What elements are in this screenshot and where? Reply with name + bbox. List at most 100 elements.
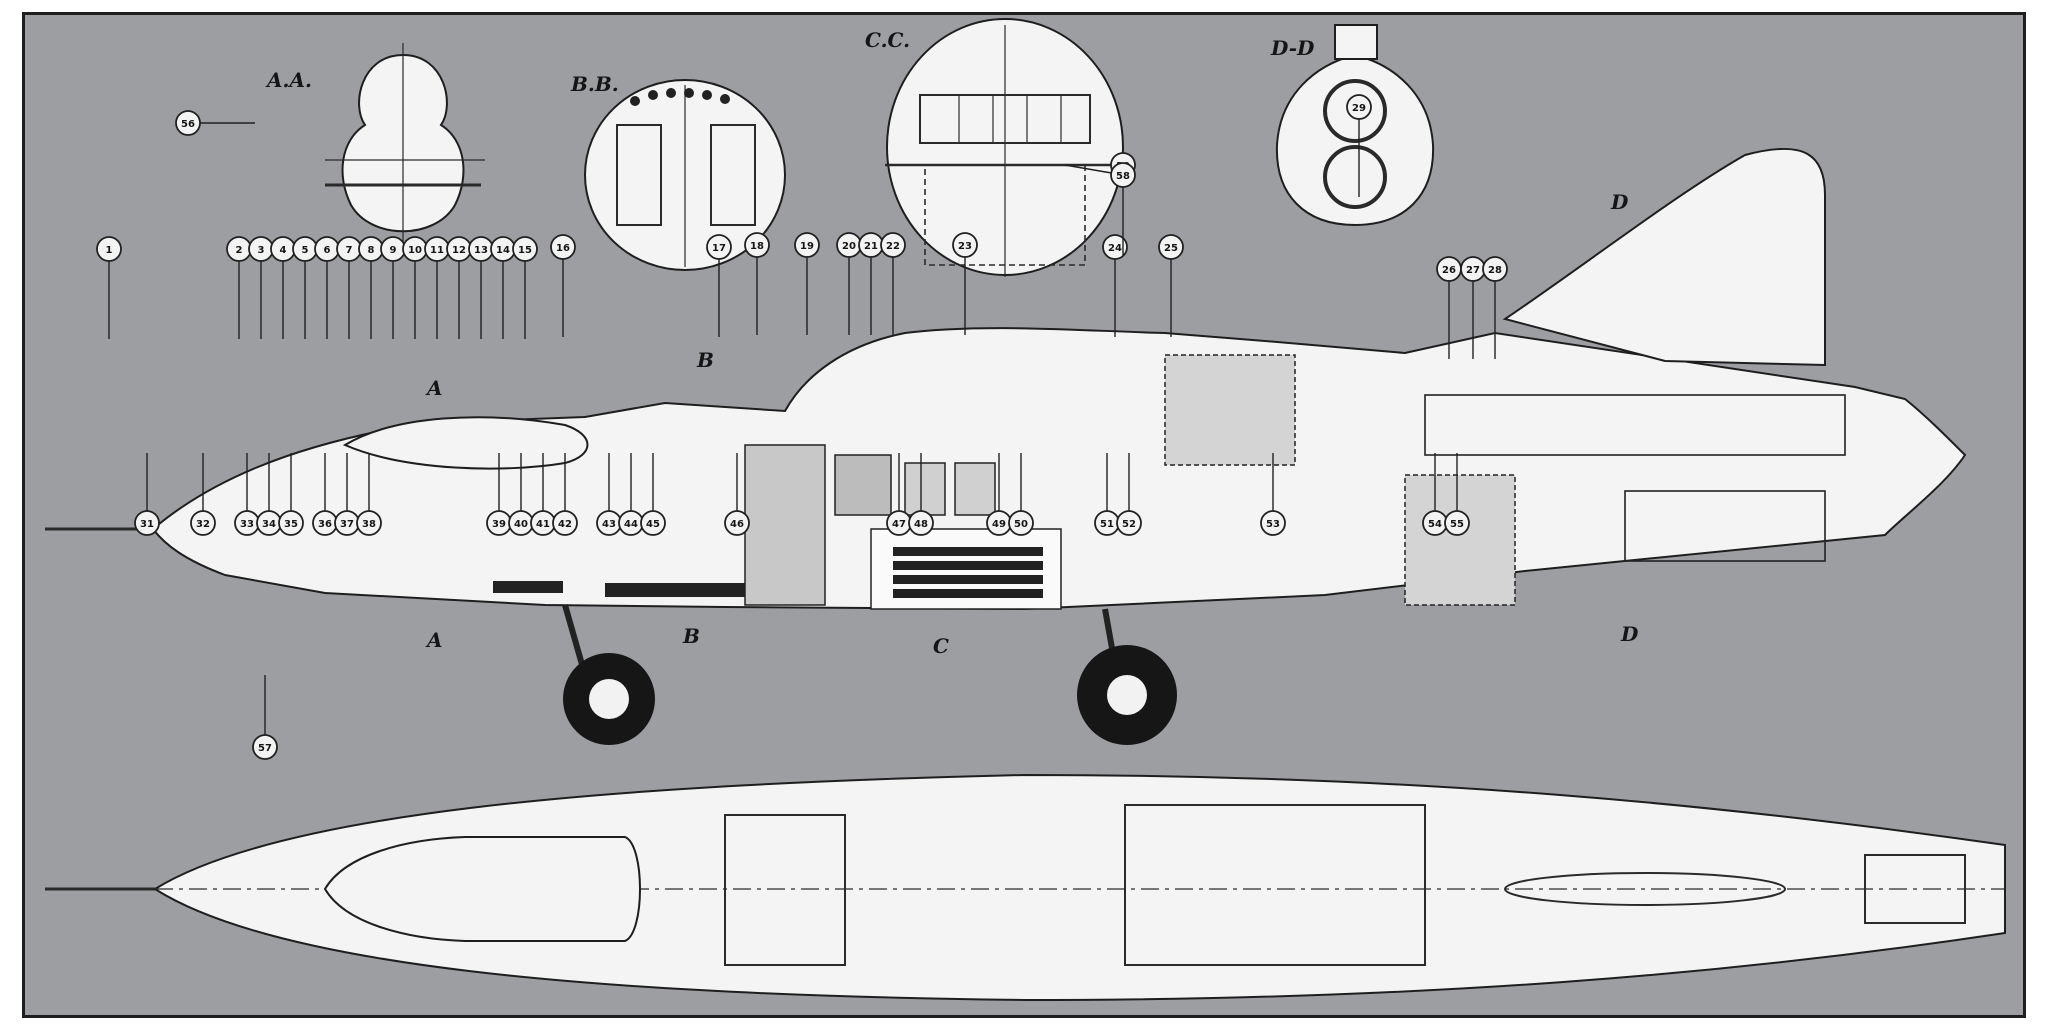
- callout-12: 12: [446, 236, 472, 339]
- callout-15: 15: [512, 236, 538, 339]
- section-cc-label: C.C.: [865, 28, 910, 52]
- callout-39: 39: [486, 453, 512, 536]
- callout-42: 42: [552, 453, 578, 536]
- callout-side-aa: 56: [175, 110, 255, 136]
- callout-31: 31: [134, 453, 160, 536]
- callout-side-dd: 58: [1064, 162, 1136, 188]
- section-aa: A.A.: [265, 43, 485, 243]
- svg-text:32: 32: [196, 519, 210, 530]
- callout-35: 35: [278, 453, 304, 536]
- svg-text:12: 12: [452, 245, 466, 256]
- section-cc: C.C.: [865, 18, 1125, 277]
- svg-text:7: 7: [346, 245, 353, 256]
- callout-10: 10: [402, 236, 428, 339]
- callout-40: 40: [508, 453, 534, 536]
- svg-text:21: 21: [864, 241, 878, 252]
- cut-mark-a-top: A: [425, 376, 443, 400]
- svg-text:49: 49: [992, 519, 1006, 530]
- svg-text:45: 45: [646, 519, 660, 530]
- callout-22: 22: [880, 232, 906, 335]
- svg-text:44: 44: [624, 519, 638, 530]
- plan-view: [45, 773, 2006, 1002]
- callout-plan: 57: [252, 675, 278, 760]
- callout-4: 4: [270, 236, 296, 339]
- svg-text:25: 25: [1164, 243, 1178, 254]
- svg-text:26: 26: [1442, 265, 1456, 276]
- svg-text:5: 5: [302, 245, 309, 256]
- svg-text:33: 33: [240, 519, 254, 530]
- main-gear-rear: [1077, 608, 1177, 745]
- svg-text:48: 48: [914, 519, 928, 530]
- callout-3: 3: [248, 236, 274, 339]
- svg-text:35: 35: [284, 519, 298, 530]
- callout-21: 21: [858, 232, 884, 335]
- callout-32: 32: [190, 453, 216, 536]
- callout-37: 37: [334, 453, 360, 536]
- svg-text:40: 40: [514, 519, 528, 530]
- main-gear-front: [562, 604, 655, 745]
- cut-mark-c: C: [933, 634, 949, 658]
- svg-text:51: 51: [1100, 519, 1114, 530]
- svg-text:54: 54: [1428, 519, 1442, 530]
- svg-text:27: 27: [1466, 265, 1480, 276]
- callout-14: 14: [490, 236, 516, 339]
- callout-49: 49: [986, 453, 1012, 536]
- callout-1: 1: [96, 236, 122, 339]
- callout-45: 45: [640, 453, 666, 536]
- svg-text:57: 57: [258, 743, 272, 754]
- svg-text:9: 9: [390, 245, 397, 256]
- callout-8: 8: [358, 236, 384, 339]
- section-dd-label: D-D: [1270, 36, 1315, 60]
- callout-55: 55: [1444, 453, 1470, 536]
- svg-text:58: 58: [1116, 171, 1130, 182]
- callout-47: 47: [886, 453, 912, 536]
- svg-text:47: 47: [892, 519, 906, 530]
- section-dd: D-D: [1270, 24, 1435, 227]
- callout-50: 50: [1008, 453, 1034, 536]
- callout-54: 54: [1422, 453, 1448, 536]
- svg-text:36: 36: [318, 519, 332, 530]
- callout-18: 18: [744, 232, 770, 335]
- callout-16: 16: [550, 234, 576, 337]
- svg-text:23: 23: [958, 241, 972, 252]
- cut-mark-d-bottom: D: [1620, 622, 1639, 646]
- tail-fin: [1502, 147, 1826, 367]
- cut-marks: A A B B C D D: [425, 190, 1639, 658]
- svg-text:55: 55: [1450, 519, 1464, 530]
- svg-text:18: 18: [750, 241, 764, 252]
- svg-text:10: 10: [408, 245, 422, 256]
- svg-text:41: 41: [536, 519, 550, 530]
- svg-text:14: 14: [496, 245, 510, 256]
- svg-text:15: 15: [518, 245, 532, 256]
- svg-text:34: 34: [262, 519, 276, 530]
- section-bb: B.B.: [570, 72, 786, 271]
- callout-13: 13: [468, 236, 494, 339]
- cut-mark-b-top: B: [696, 348, 714, 372]
- svg-text:17: 17: [712, 243, 726, 254]
- svg-text:39: 39: [492, 519, 506, 530]
- callout-44: 44: [618, 453, 644, 536]
- drawing-frame: A.A. B.B. C.C. D-D: [22, 12, 2026, 1018]
- callout-36: 36: [312, 453, 338, 536]
- svg-text:46: 46: [730, 519, 744, 530]
- callout-9: 9: [380, 236, 406, 339]
- svg-text:1: 1: [106, 245, 113, 256]
- callout-51: 51: [1094, 453, 1120, 536]
- callout-23: 23: [952, 232, 978, 335]
- svg-text:50: 50: [1014, 519, 1028, 530]
- callout-52: 52: [1116, 453, 1142, 536]
- cut-mark-d-top: D: [1610, 190, 1629, 214]
- callout-46: 46: [724, 453, 750, 536]
- callout-38: 38: [356, 453, 382, 536]
- svg-text:3: 3: [258, 245, 265, 256]
- section-bb-label: B.B.: [570, 72, 619, 96]
- callout-28: 28: [1482, 256, 1508, 359]
- svg-text:42: 42: [558, 519, 572, 530]
- svg-text:56: 56: [181, 119, 195, 130]
- svg-text:16: 16: [556, 243, 570, 254]
- svg-text:52: 52: [1122, 519, 1136, 530]
- svg-text:28: 28: [1488, 265, 1502, 276]
- svg-text:11: 11: [430, 245, 444, 256]
- callout-24: 24: [1102, 234, 1128, 337]
